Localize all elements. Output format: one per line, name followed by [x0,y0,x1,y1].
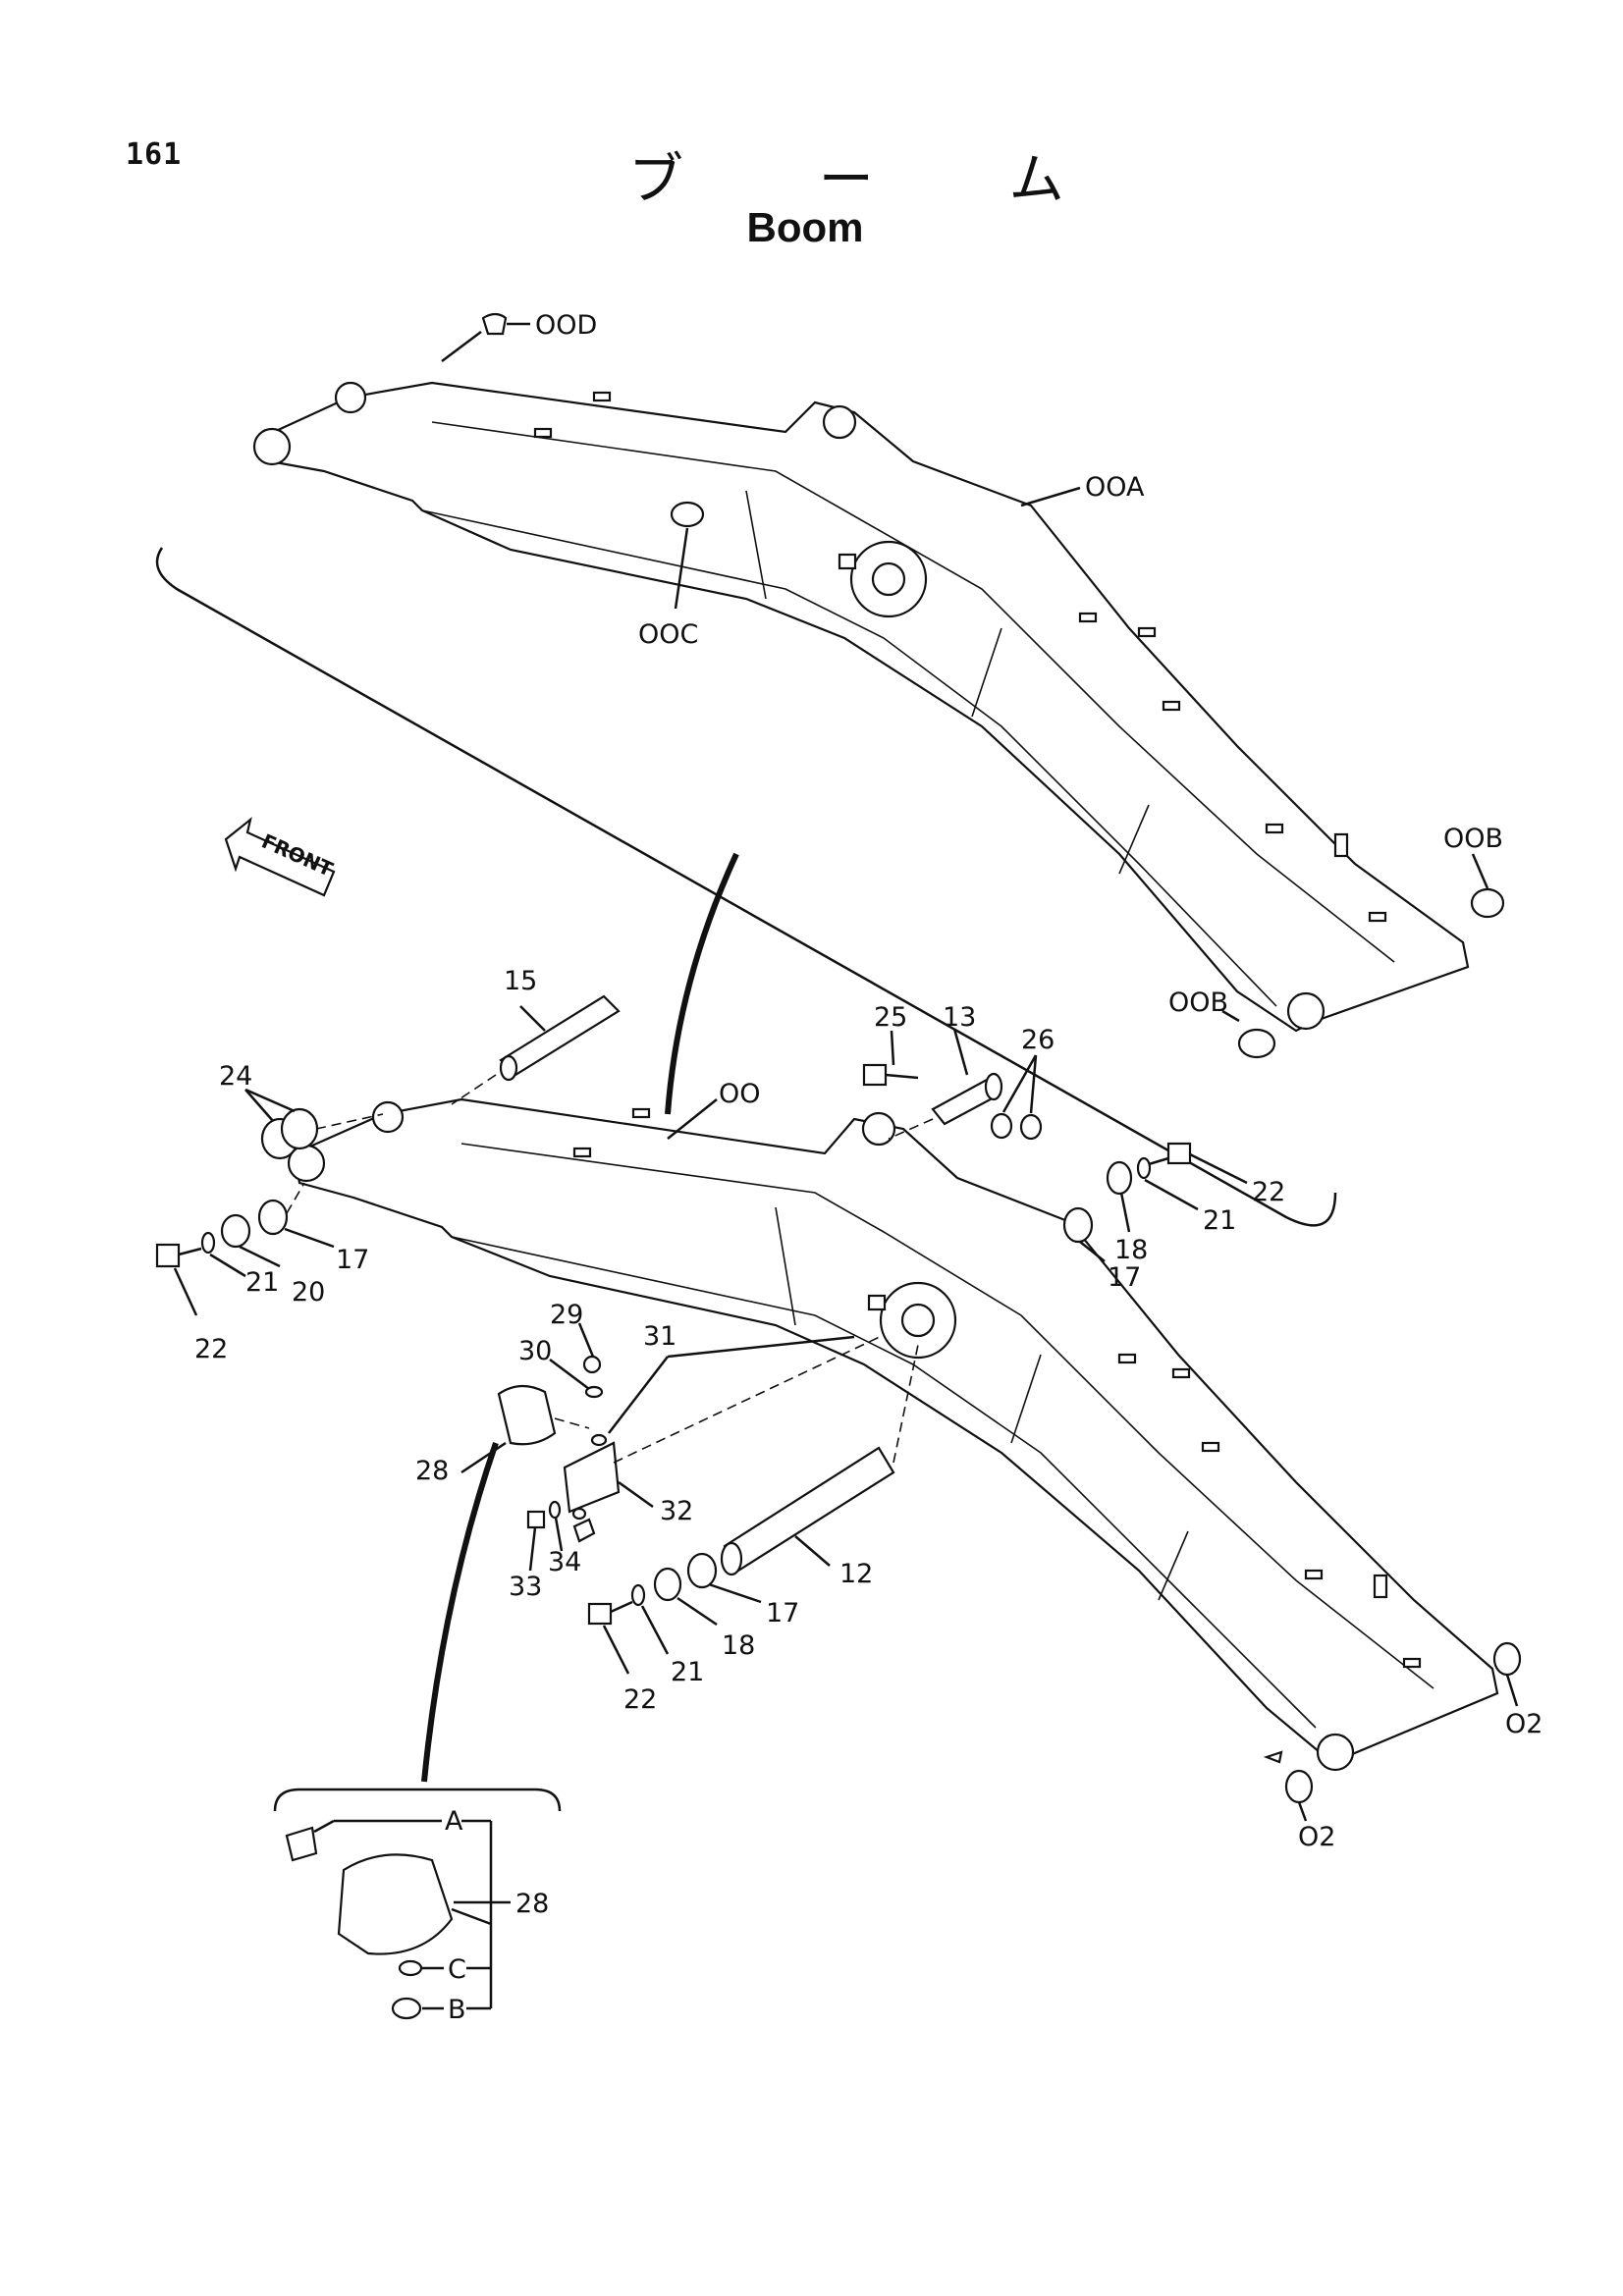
callout-00B-right: OOB [1443,824,1503,854]
callout-30: 30 [518,1336,552,1366]
callout-00D: OOD [535,310,597,341]
callout-18-right: 18 [1114,1235,1148,1265]
callout-00C: OOC [638,619,698,650]
callout-15: 15 [504,966,537,996]
detail-callout-A: A [445,1806,463,1837]
page-number: 161 [126,137,183,172]
callout-22-right: 22 [1252,1177,1285,1207]
callout-24: 24 [219,1061,252,1092]
left-pin-retainer-hardware [155,1182,335,1316]
page-title-english: Boom [746,204,864,250]
callout-12: 12 [839,1559,873,1589]
part-02-washers [1263,1641,1522,1822]
lower-boom-assembly [287,1097,1499,1772]
work-lamp-assembly [460,1322,885,1572]
callout-00: OO [719,1079,761,1109]
callout-22-bottom: 22 [623,1684,657,1715]
callout-00B-left: OOB [1168,988,1228,1018]
callout-13: 13 [943,1002,976,1033]
callout-31: 31 [643,1321,676,1352]
detail-callout-C: C [448,1954,466,1985]
callout-34: 34 [548,1547,581,1577]
callout-20: 20 [292,1277,325,1308]
callout-22-left: 22 [194,1334,228,1364]
page-title-japanese: ブ ー ム [628,148,1123,212]
callout-33: 33 [509,1572,542,1602]
callout-29: 29 [550,1300,583,1330]
part-15-pin [451,994,621,1105]
detail-callout-28: 28 [515,1889,549,1919]
front-direction-arrow [224,817,336,897]
callout-28: 28 [415,1456,449,1486]
callout-17-right: 17 [1108,1262,1141,1293]
callout-18-bottom: 18 [722,1630,755,1661]
detail-callout-B: B [448,1995,466,2025]
part-24-bushings [244,1088,384,1160]
callout-21-bottom: 21 [671,1657,704,1687]
callout-26: 26 [1021,1025,1055,1055]
upper-boom-assembly [155,312,1505,1227]
upper-pin-hardware [862,1028,1043,1141]
callout-02-bottom: O2 [1298,1822,1335,1852]
lamp-detail-inset [273,1788,562,2020]
right-pin-retainer-hardware [1062,1142,1248,1262]
callout-00A: OOA [1085,472,1145,503]
callout-21-left: 21 [245,1267,279,1298]
lower-pin-hardware [587,1344,919,1675]
callout-17-left: 17 [336,1245,369,1275]
callout-32: 32 [660,1496,693,1526]
callout-25: 25 [874,1002,907,1033]
callout-17-bottom: 17 [766,1598,799,1629]
callout-21-right: 21 [1203,1205,1236,1236]
callout-02-right: O2 [1505,1709,1542,1739]
callout-labels: OOD OOA OOC OOB OOB 15 OO 25 13 26 24 22… [194,310,1542,2025]
